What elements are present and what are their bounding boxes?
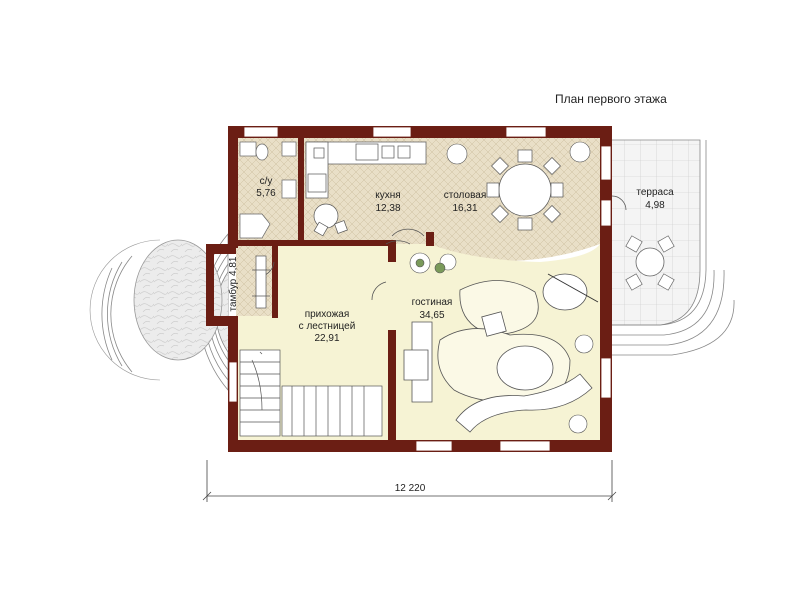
tambur-label: тамбур 4,81: [227, 256, 239, 311]
total-width-label: 12 220: [395, 483, 426, 494]
tambur-doors: [252, 255, 270, 309]
living-area: 34,65: [419, 310, 444, 321]
hall-area: 22,91: [314, 333, 339, 344]
kitchen-furniture: [305, 141, 427, 237]
hall-label-line2: с лестницей: [299, 321, 356, 332]
plants: [409, 141, 594, 434]
bathroom-fixtures: [239, 141, 297, 239]
terrace-area: [607, 139, 735, 356]
room-labels: с/у 5,76 кухня 12,38 столовая 16,31 терр…: [227, 176, 674, 344]
su-area: 5,76: [256, 188, 276, 199]
staircase: [239, 349, 383, 437]
terrace-area-value: 4,98: [645, 200, 665, 211]
windows: [228, 126, 612, 452]
kitchen-label: кухня: [375, 190, 400, 201]
su-label: с/у: [260, 176, 273, 187]
dining-table: [486, 149, 564, 231]
doors: [261, 195, 627, 301]
dining-label: столовая: [444, 190, 487, 201]
kitchen-area: 12,38: [375, 203, 400, 214]
living-label: гостиная: [412, 297, 453, 308]
dimension-line: [202, 460, 617, 502]
plan-title: План первого этажа: [555, 92, 667, 106]
dining-area: 16,31: [452, 203, 477, 214]
terrace-label: терраса: [636, 187, 674, 198]
hall-label-line1: прихожая: [305, 309, 350, 320]
living-furniture: [403, 273, 599, 433]
